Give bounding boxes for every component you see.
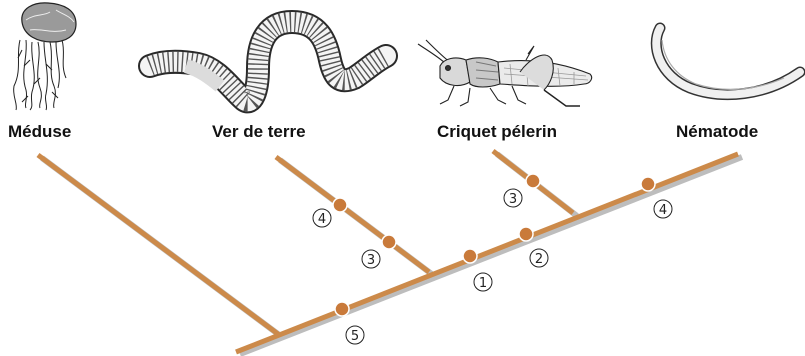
locust-illustration [418, 40, 592, 106]
marker-dot-4-nematode [641, 177, 655, 191]
marker-label-4-ver: 4 [313, 209, 331, 227]
svg-text:1: 1 [479, 276, 487, 291]
marker-dot-2 [519, 227, 533, 241]
svg-text:3: 3 [367, 253, 375, 268]
marker-dot-4-ver [333, 198, 347, 212]
marker-dot-1 [463, 249, 477, 263]
marker-label-1: 1 [474, 273, 492, 291]
branch-shadows [42, 154, 742, 354]
marker-dot-3-ver [382, 235, 396, 249]
taxon-label-ver-de-terre: Ver de terre [212, 122, 306, 141]
svg-text:3: 3 [509, 192, 517, 207]
svg-text:5: 5 [351, 329, 359, 344]
taxon-label-criquet: Criquet pélerin [437, 122, 557, 141]
marker-label-3-criquet: 3 [504, 189, 522, 207]
marker-dot-5 [335, 302, 349, 316]
nematode-illustration [656, 28, 800, 95]
jellyfish-illustration [14, 3, 76, 110]
earthworm-illustration [150, 22, 386, 101]
svg-text:2: 2 [535, 252, 543, 267]
marker-label-2: 2 [530, 249, 548, 267]
branch-meduse [38, 155, 278, 334]
marker-label-5: 5 [346, 326, 364, 344]
taxon-label-meduse: Méduse [8, 122, 71, 141]
svg-text:4: 4 [659, 203, 667, 218]
marker-dot-3-criquet [526, 174, 540, 188]
branch-ver-de-terre [276, 157, 429, 272]
svg-text:4: 4 [318, 212, 326, 227]
cladogram-branches [38, 151, 738, 352]
taxon-label-nematode: Nématode [676, 122, 758, 141]
marker-label-4-nematode: 4 [654, 200, 672, 218]
marker-label-3-ver: 3 [362, 250, 380, 268]
